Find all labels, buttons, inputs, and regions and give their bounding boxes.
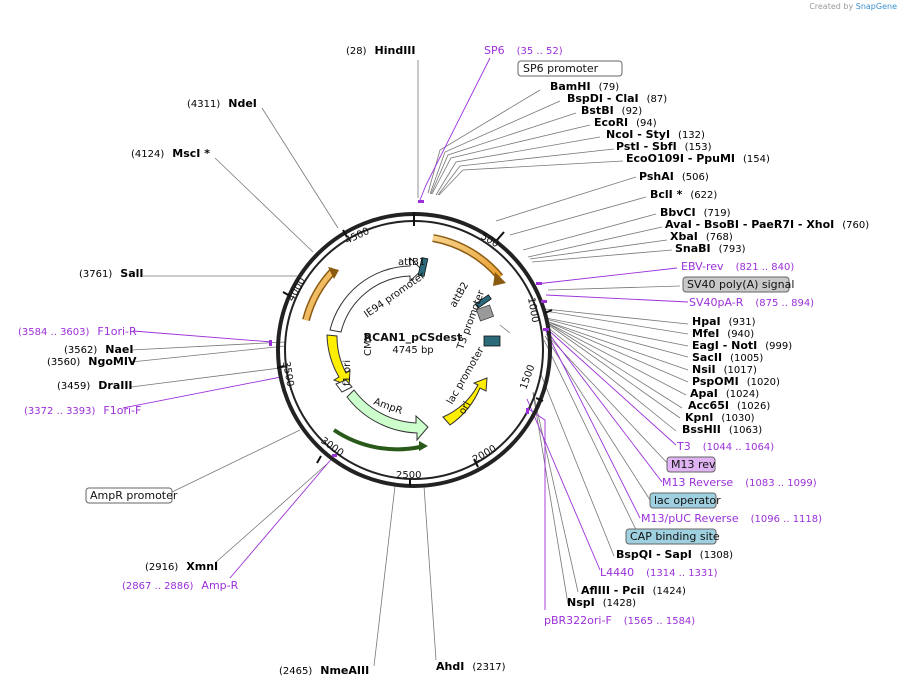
cap-binding-site-box[interactable] [625,528,717,545]
sv40-polya-label: SV40 poly(A) signal [687,278,794,291]
snapgene-logo: SnapGene [855,2,897,11]
site-snabi[interactable]: SnaBI(793) [675,242,746,255]
f1-ori-arrow [326,334,351,387]
cmv-promoter-arrow [329,256,423,333]
primer-sp6[interactable]: SP6(35 .. 52) [484,44,563,57]
site-nmeaiii[interactable]: (2465)NmeAIII [279,664,369,677]
attb1-marker [417,257,429,277]
primer-t3[interactable]: T3(1044 .. 1064) [676,440,774,453]
site-psti-sbfi[interactable]: PstI - SbfI(153) [616,140,712,153]
tick-label-1000: 1000 [525,297,540,324]
site-msci[interactable]: (4124)MscI * [131,147,210,160]
ampr-promoter-label: AmpR promoter [90,489,178,502]
orange-feature-top-fill [432,235,502,279]
ampr-arrow [346,389,429,442]
lac-operator-box[interactable] [649,492,717,509]
attb2-label: attB2 [448,280,471,309]
primer-pbr322ori-f[interactable]: pBR322ori-F(1565 .. 1584) [544,614,695,627]
tick-label-500: 500 [479,231,501,250]
ori-arrow [442,377,488,426]
orange-feature-left-head [328,267,339,279]
site-bsshii[interactable]: BssHII(1063) [682,423,762,436]
orange-feature-top-head [493,272,506,286]
restriction-sites: (28)HindIII (4311)NdeI (4124)MscI * (376… [47,44,869,677]
primer-m13-reverse[interactable]: M13 Reverse(1083 .. 1099) [662,476,817,489]
site-bamhi[interactable]: BamHI(79) [550,80,619,93]
site-ndei[interactable]: (4311)NdeI [187,97,257,110]
primer-f1ori-r[interactable]: (3584 .. 3603)F1ori-R [18,325,137,338]
tick-label-3000: 3000 [318,435,345,459]
tick-label-4000: 4000 [286,276,308,304]
tick-label-3500: 3500 [280,361,295,388]
ampr-feature-arc [332,428,421,452]
snapgene-credit: Created by SnapGene [809,2,897,11]
primer-m13-puc-reverse[interactable]: M13/pUC Reverse(1096 .. 1118) [641,512,822,525]
primer-f1ori-f[interactable]: (3372 .. 3393)F1ori-F [24,404,141,417]
lac-promoter-label: lac promoter [445,345,487,407]
site-apai[interactable]: ApaI(1024) [690,387,759,400]
site-sali[interactable]: (3761)SalI [79,267,143,280]
site-bspdi-clai[interactable]: BspDI - ClaI(87) [567,92,667,105]
cap-binding-site-label: CAP binding site [630,530,720,543]
primer-leaders [122,57,689,610]
site-nspi[interactable]: NspI(1428) [567,596,636,609]
m13-rev-label: M13 rev [671,458,716,471]
site-naei[interactable]: (3562)NaeI [64,343,133,356]
site-xbai[interactable]: XbaI(768) [670,230,733,243]
m13-rev-box[interactable] [666,456,716,473]
small-feature-arrow [335,379,353,393]
attb2-marker [474,294,492,309]
tick-label-1500: 1500 [518,363,537,391]
f1-ori-label: f1 ori [342,360,353,386]
lac-operator-label: lac operator [654,494,721,507]
site-nsii[interactable]: NsiI(1017) [692,363,757,376]
site-hindiii[interactable]: (28)HindIII [346,44,416,57]
attb1-label: attB1 [398,257,425,268]
site-hpai[interactable]: HpaI(931) [692,315,756,328]
tick-label-2500: 2500 [396,470,421,481]
sv40-polya-box[interactable] [682,276,790,293]
ampr-promoter-box[interactable] [85,487,173,504]
plasmid-size: 4745 bp [392,345,433,356]
site-bcli[interactable]: BclI *(622) [650,188,717,201]
site-acc65i[interactable]: Acc65I(1026) [688,399,770,412]
primer-labels: SP6(35 .. 52) EBV-rev(821 .. 840) SV40pA… [18,44,822,627]
site-bstbi[interactable]: BstBI(92) [581,104,642,117]
site-pshai[interactable]: PshAI(506) [639,170,709,183]
primer-amp-r[interactable]: (2867 .. 2886)Amp-R [122,579,239,592]
site-pspomi[interactable]: PspOMI(1020) [692,375,780,388]
site-xmni[interactable]: (2916)XmnI [145,560,218,573]
ampr-feature-arc-head [419,441,428,451]
site-sacii[interactable]: SacII(1005) [692,351,763,364]
site-ncoi-styi[interactable]: NcoI - StyI(132) [606,128,705,141]
site-mfei[interactable]: MfeI(940) [692,327,754,340]
site-bbvci[interactable]: BbvCI(719) [660,206,731,219]
primer-sv40pa-r[interactable]: SV40pA-R(875 .. 894) [689,296,814,309]
credit-prefix: Created by [809,2,854,11]
sv40-polya-marker [475,304,495,322]
primer-l4440[interactable]: L4440(1314 .. 1331) [600,566,718,579]
sp6-promoter-box[interactable] [517,60,623,77]
boxed-feature-labels: SP6 promoter SV40 poly(A) signal M13 rev… [85,60,794,545]
site-ahdi[interactable]: AhdI(2317) [436,660,506,673]
site-eagi-noti[interactable]: EagI - NotI(999) [692,339,792,352]
site-ngomiv[interactable]: (3560)NgoMIV [47,355,137,368]
site-avai-xhoi[interactable]: AvaI - BsoBI - PaeR7I - XhoI(760) [665,218,869,231]
cmv-label: CMV [363,333,374,356]
site-ecoo109i-ppumi[interactable]: EcoO109I - PpuMI(154) [626,152,770,165]
sp6-promoter-label: SP6 promoter [523,62,599,75]
site-bspqi-sapi[interactable]: BspQI - SapI(1308) [616,548,733,561]
tick-label-2000: 2000 [471,443,499,465]
site-afliii-pcii[interactable]: AflIII - PciI(1424) [581,584,686,597]
primer-marks [269,200,549,457]
lac-operator-marker [483,335,501,347]
site-ecori[interactable]: EcoRI(94) [594,116,657,129]
tick-marks [276,212,553,487]
site-draiii[interactable]: (3459)DraIII [57,379,133,392]
plasmid-name: RCAN1_pCSdest [364,331,463,344]
primer-ebv-rev[interactable]: EBV-rev(821 .. 840) [681,260,794,273]
site-kpni[interactable]: KpnI(1030) [685,411,755,424]
